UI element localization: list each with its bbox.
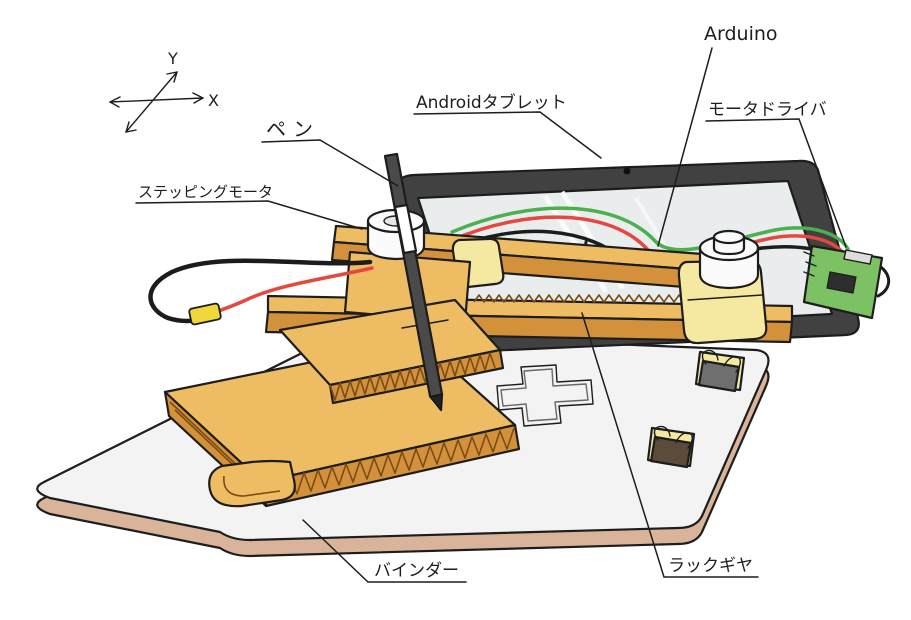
android-tablet-leader <box>413 111 602 159</box>
pen-grip-band <box>393 203 418 255</box>
rack-teeth <box>473 294 695 303</box>
clip-upper-handles <box>701 349 741 373</box>
x-axis-arrowheads <box>109 92 204 108</box>
plotted-cross-outline-2 <box>500 368 589 422</box>
motor-driver-board <box>802 244 884 320</box>
axes: Y X <box>109 49 219 133</box>
clip-lower-body <box>649 435 693 469</box>
plotted-cross-outline <box>496 364 594 427</box>
axis-y-label: Y <box>167 49 178 68</box>
rack-gear-leader <box>581 312 759 578</box>
pcb-connector <box>843 249 873 265</box>
front-tab <box>208 459 296 508</box>
pen-label: ペン <box>266 117 320 141</box>
callout-labels: ペン Androidタブレット Arduino モータドライバ ステッピングモー… <box>135 23 847 583</box>
lower-slab-corrugation <box>261 427 515 501</box>
binder-clips <box>646 349 746 469</box>
arduino-label: Arduino <box>704 23 778 45</box>
left-wire-black <box>148 258 373 324</box>
binder-label: バインダー <box>374 561 459 581</box>
y-axis-arrowheads <box>125 71 178 133</box>
arduino-leader <box>657 47 713 247</box>
clip-upper-body <box>697 359 741 393</box>
front-tab-arc <box>223 475 281 497</box>
pcb-pins <box>803 251 817 277</box>
upper-slab-corrugation <box>329 352 496 401</box>
wiring-left <box>148 258 374 326</box>
wire-connector <box>188 302 222 326</box>
binder-leader <box>302 519 467 583</box>
motor-clamp-fold <box>687 294 763 301</box>
clip-lower-handles <box>653 425 693 449</box>
android-tablet-label: Androidタブレット <box>416 92 567 113</box>
pen-leader <box>261 139 399 187</box>
y-axis-line <box>125 71 178 133</box>
motor-driver-label: モータドライバ <box>708 100 827 120</box>
pen <box>383 152 444 412</box>
axis-x-label: X <box>208 91 219 110</box>
camera-dot <box>623 167 631 175</box>
right-motor-assembly <box>677 229 768 345</box>
pen-tip <box>428 393 443 412</box>
stepping-motor-label: ステッピングモータ <box>138 183 273 201</box>
stepping-motor-leader <box>135 200 363 230</box>
pcb-ic-chip <box>826 271 857 294</box>
y-stage <box>163 250 521 508</box>
wire-green <box>450 206 850 252</box>
motor-driver-leader <box>705 118 847 248</box>
motor-shaft-top <box>712 229 746 245</box>
x-axis-line <box>109 97 204 103</box>
rack-gear-label: ラックギヤ <box>668 556 753 576</box>
plotted-drawing <box>496 364 594 427</box>
